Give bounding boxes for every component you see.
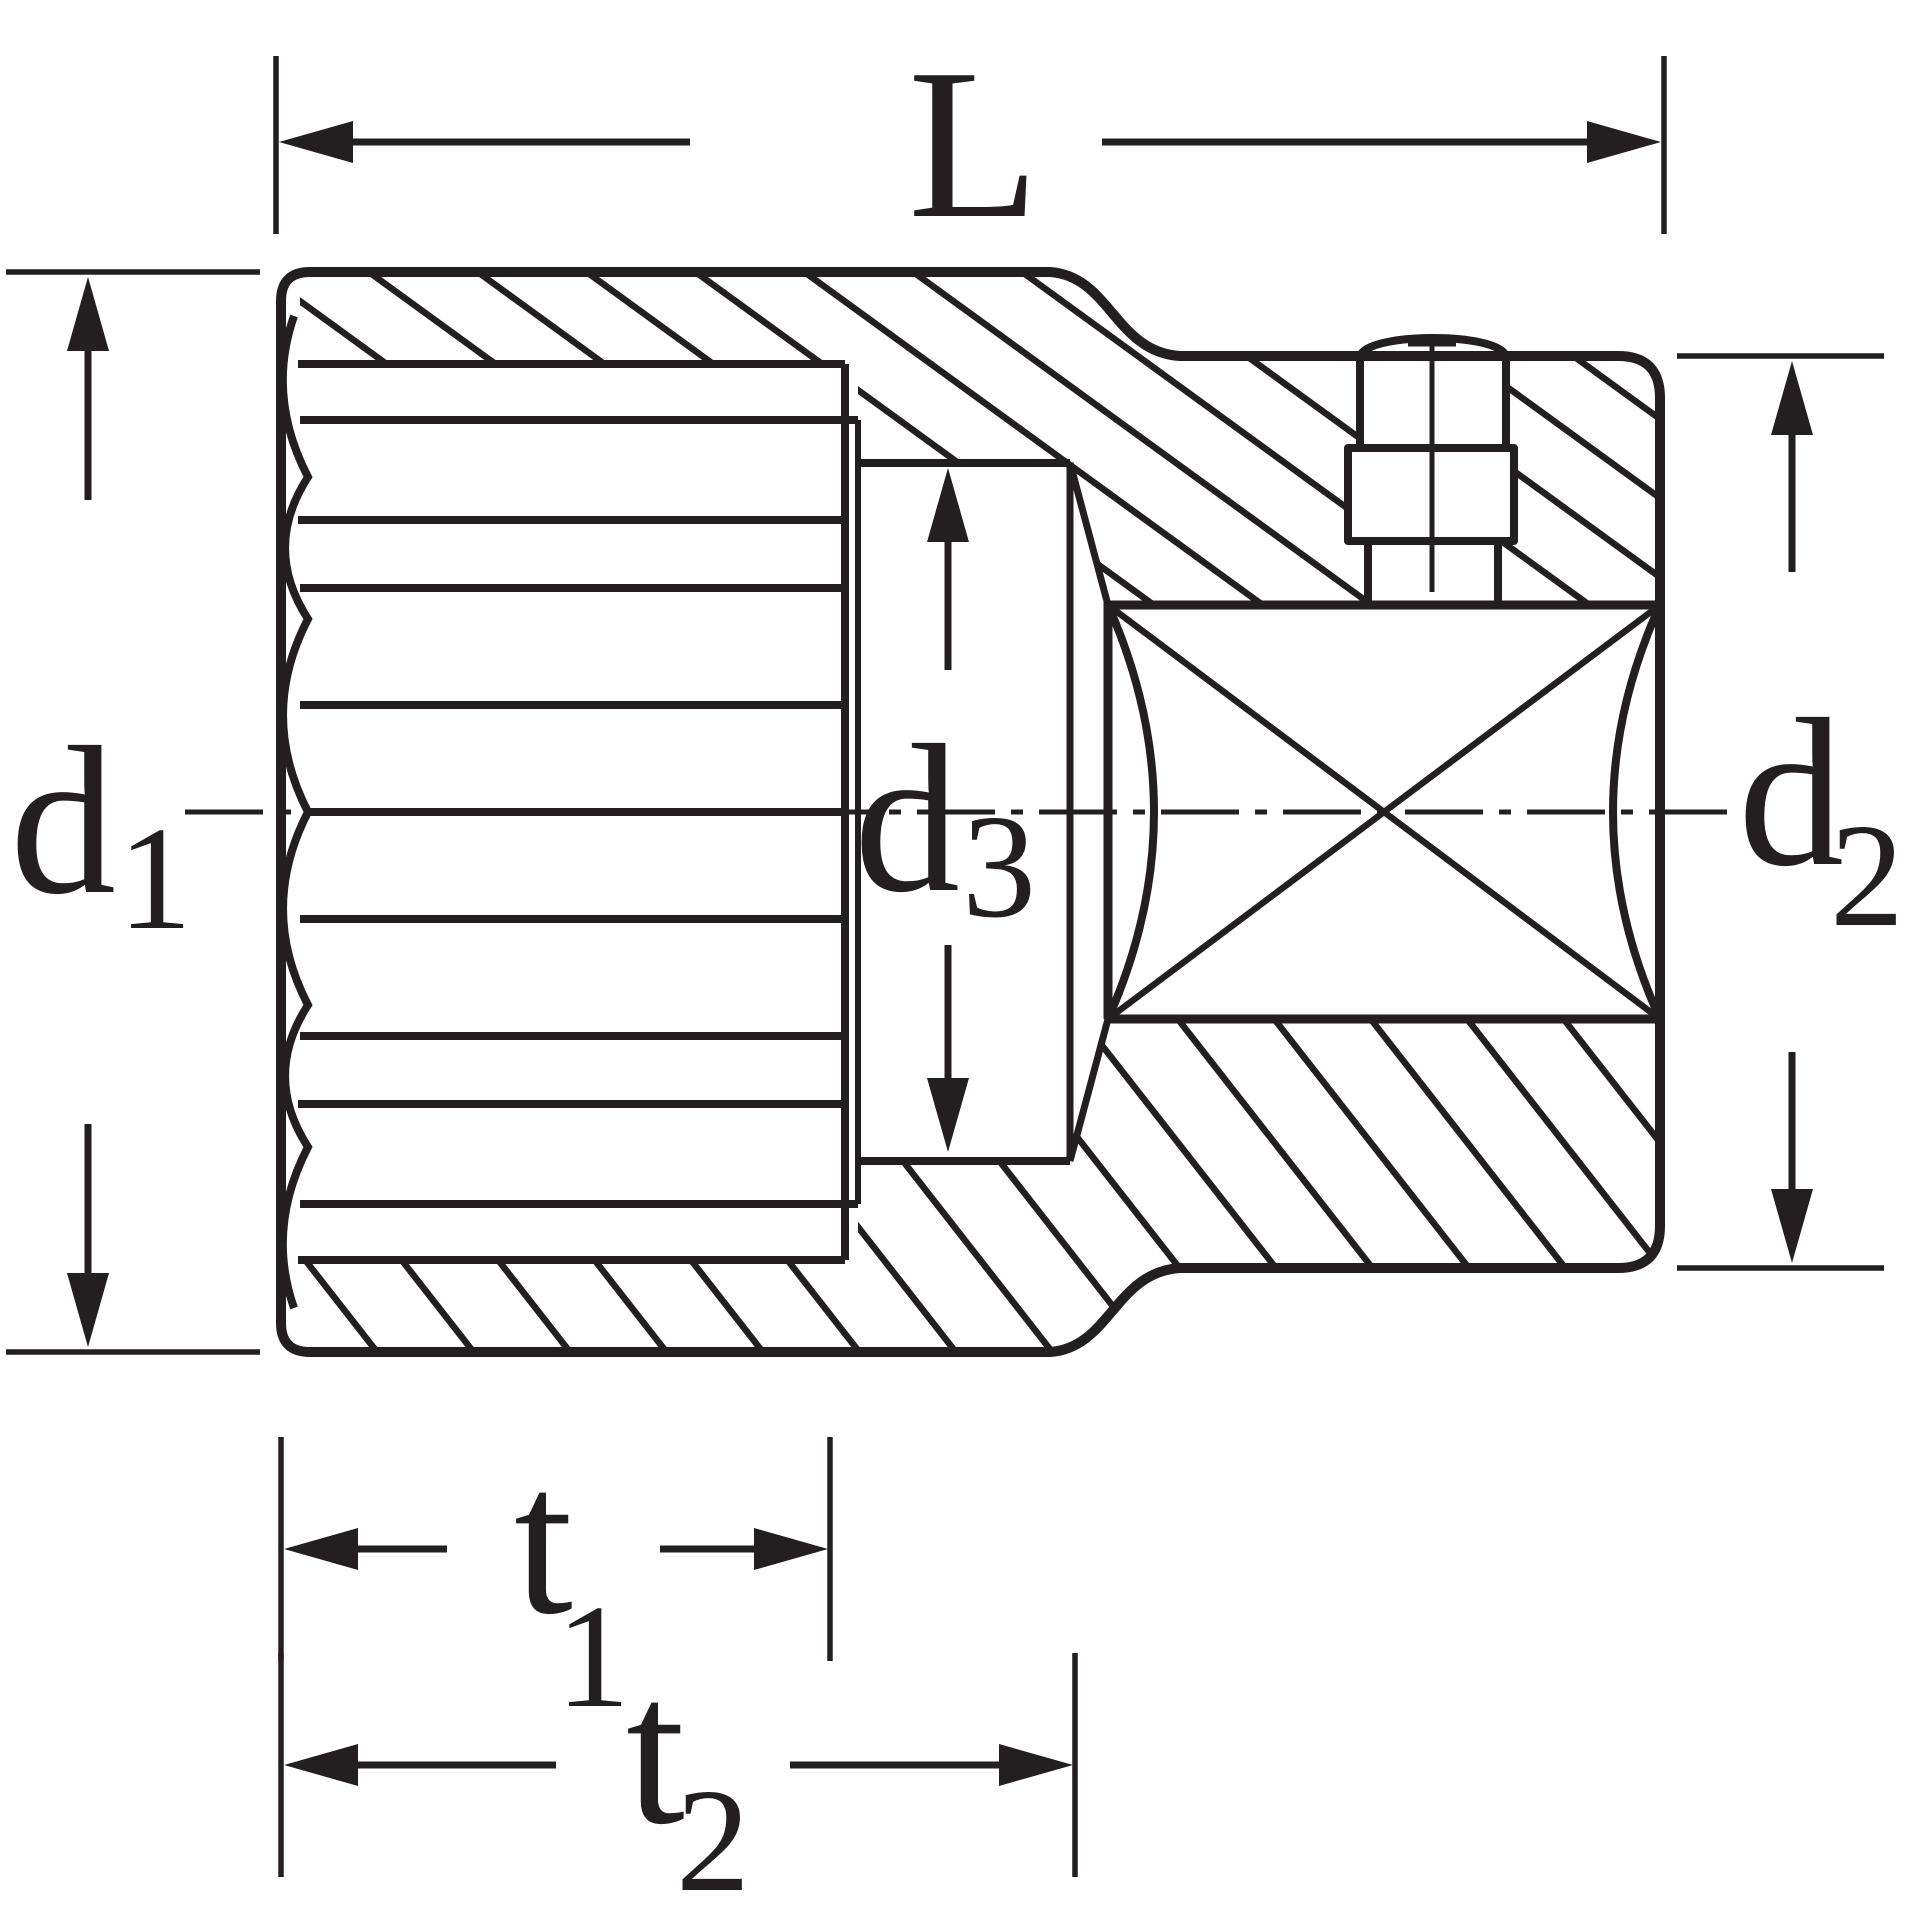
t2-arrowhead-right-icon <box>999 1744 1073 1786</box>
t1-label-subscript: 1 <box>556 1575 630 1739</box>
profile-tooth-lines <box>298 360 858 1264</box>
d2-label-subscript: 2 <box>1830 794 1904 958</box>
t1-arrowhead-left-icon <box>284 1528 358 1570</box>
t2-label-subscript: 2 <box>676 1759 750 1920</box>
section-hatching <box>300 272 1660 1352</box>
t1-label: t <box>514 1423 573 1658</box>
square-left-arc <box>1104 603 1158 1021</box>
dimension-d3: d 3 <box>854 468 1036 1152</box>
dimension-d2: d 2 <box>1677 353 1904 1271</box>
d3-arrowhead-down-icon <box>927 1078 969 1152</box>
d2-arrowhead-down-icon <box>1771 1189 1813 1263</box>
d3-label-subscript: 3 <box>962 785 1036 949</box>
L-label: L <box>908 24 1039 263</box>
dimension-t2: t 2 <box>278 1633 1078 1920</box>
upper-wall-hatch <box>300 272 1660 605</box>
t2-arrowhead-left-icon <box>284 1744 358 1786</box>
d1-arrowhead-up-icon <box>67 277 109 351</box>
bore-chamfer-top <box>1066 462 1112 606</box>
lower-wall-hatch <box>300 1019 1660 1352</box>
L-arrowhead-right-icon <box>1587 121 1661 163</box>
d3-label: d <box>854 701 960 936</box>
bore-chamfer-bottom <box>1066 1018 1112 1162</box>
t2-label: t <box>626 1633 685 1868</box>
dimension-t1: t 1 <box>278 1423 833 1739</box>
detent-pin <box>1344 334 1518 609</box>
dimension-L: L <box>273 24 1667 263</box>
d2-arrowhead-up-icon <box>1771 361 1813 435</box>
d3-arrowhead-up-icon <box>927 468 969 542</box>
d2-label: d <box>1738 675 1844 910</box>
t1-arrowhead-right-icon <box>754 1528 828 1570</box>
d1-arrowhead-down-icon <box>67 1273 109 1347</box>
L-arrowhead-left-icon <box>279 121 353 163</box>
d1-label-subscript: 1 <box>118 797 192 961</box>
dimension-d1: d 1 <box>6 269 260 1355</box>
d1-label: d <box>10 703 116 938</box>
socket-body-outline <box>276 267 1665 1357</box>
square-right-arc <box>1609 603 1664 1021</box>
